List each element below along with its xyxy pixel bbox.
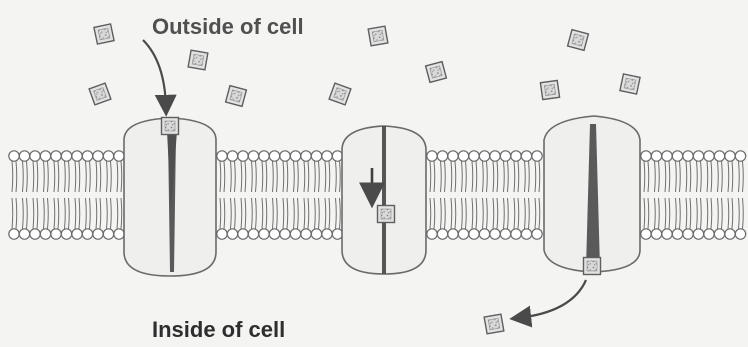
arrow-icon [143,40,166,108]
molecule-icon [89,83,111,105]
carrier-protein-right [544,116,640,272]
carrier-protein-left [124,118,216,276]
molecule-icon [368,26,388,46]
molecule-icon [94,24,114,44]
molecule-icon [162,118,179,135]
molecule-icon [426,62,447,83]
molecule-icon [378,206,395,223]
inside-of-cell-label: Inside of cell [152,317,285,343]
molecule-icon [226,86,247,107]
outside-of-cell-label: Outside of cell [152,14,304,40]
molecule-icon [484,314,504,334]
molecule-icon [188,50,208,70]
molecule-icon [329,83,351,105]
carrier-protein-middle [342,126,426,274]
arrow-icon [518,280,586,318]
molecule-icon [620,74,640,94]
molecule-icon [568,30,589,51]
molecule-icon [584,258,601,275]
molecule-icon [540,80,559,99]
